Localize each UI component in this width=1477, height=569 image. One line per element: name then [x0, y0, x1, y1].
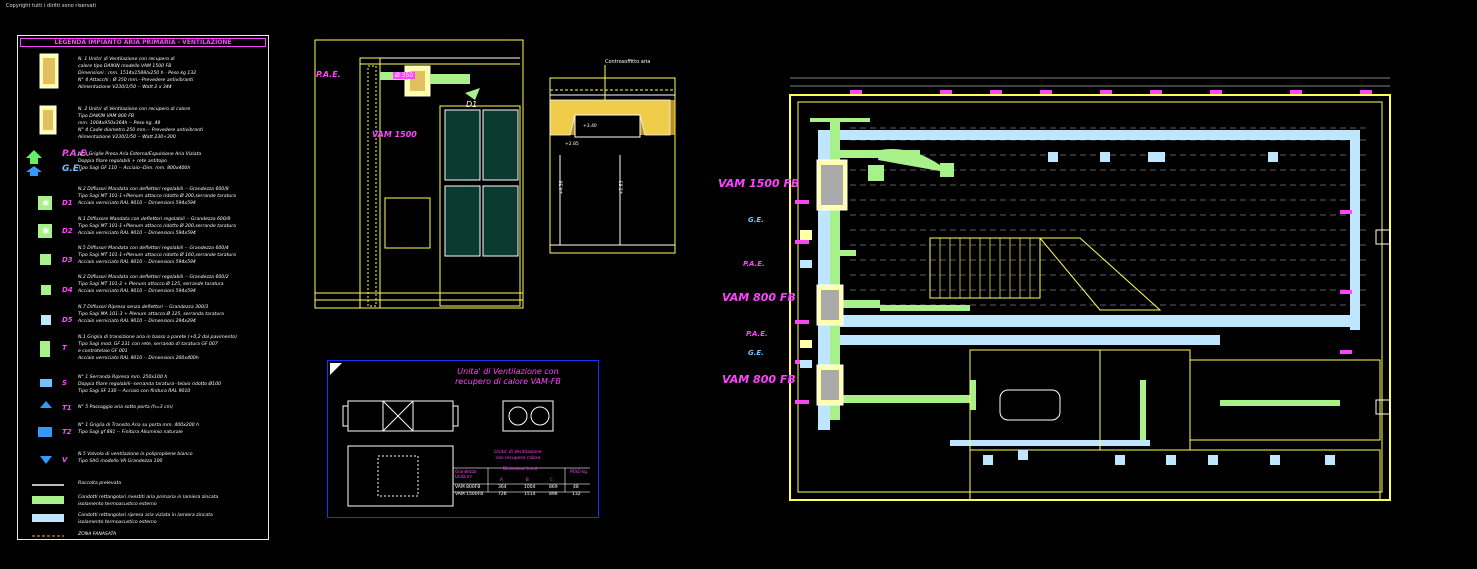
legend-item-zona: ZONA FANASATA: [78, 532, 117, 537]
legend-title: LEGENDA IMPIANTO ARIA PRIMARIA - VENTILA…: [20, 38, 266, 47]
legend-item-griglie: N. 3 Griglie Presa Aria Esterna/Espulsio…: [78, 152, 202, 171]
legend-item-raccolta: Raccolta prelevata: [78, 481, 122, 486]
unit-table-row2-c: 896: [549, 492, 558, 497]
section1-vam-label: VAM 1500: [372, 130, 417, 139]
plan-ge-label-1: G.E.: [748, 216, 764, 224]
section2-h2: +2.85: [565, 142, 579, 147]
unit-table-header-a: A: [500, 477, 503, 482]
unit-table-header-size: Grandezza Unità m³: [455, 469, 477, 479]
plan-pae-label-2: P.A.E.: [746, 330, 768, 338]
legend-item-condotti-ripresa: Condotti rettangolari ripresa aria vizia…: [78, 513, 213, 525]
unit-table-row1-b: 1004: [524, 485, 536, 490]
legend-item-vam800: N. 2 Unita' di Ventilazione con recupero…: [78, 107, 204, 140]
legend-item-d1: N.2 Diffusori Mandata con deflettori reg…: [78, 187, 236, 206]
unit-box-title-2: recupero di calore VAM-FB: [455, 377, 561, 386]
legend-item-d2: N.1 Diffusore Mandata con deflettori reg…: [78, 217, 236, 236]
legend-item-t: N.1 Griglia di transizione aria in basso…: [78, 335, 237, 361]
section1-d1-label: D1: [466, 100, 478, 109]
plan-ge-label-2: G.E.: [748, 349, 764, 357]
section2-h4: +2.85: [619, 180, 625, 195]
unit-detail-drawing: [330, 363, 590, 507]
legend-code-t2: T2: [62, 428, 72, 436]
section2-h3: +4.56: [559, 180, 565, 195]
legend-item-vam1500: N. 1 Unita' di Ventilazione con recupero…: [78, 57, 197, 90]
unit-table-row2-b: 1514: [524, 492, 536, 497]
legend-item-t1: N° 5 Passaggio aria sotto porta (h=3 cm): [78, 405, 173, 410]
section2-h1: +3.40: [583, 124, 597, 129]
svg-text:✱: ✱: [42, 227, 50, 237]
legend-code-t1: T1: [62, 404, 72, 412]
legend-item-d5: N.7 Diffusori Ripresa senza deflettori -…: [78, 305, 224, 324]
legend-code-t: T: [62, 344, 67, 352]
section-drawing-1: [314, 39, 524, 309]
legend-code-d2: D2: [62, 227, 73, 235]
legend-code-d3: D3: [62, 256, 73, 264]
plan-vam-label-1: VAM 1500 FB: [718, 177, 800, 190]
section-drawing-2: [549, 65, 676, 254]
unit-table-subheader: Dimensioni (mm): [503, 466, 538, 471]
unit-table-row2-name: VAM 1500FB: [455, 492, 484, 497]
unit-table-header-b: B: [526, 477, 529, 482]
legend-code-pae: P.A.E.: [62, 149, 90, 159]
unit-table-row2-a: 726: [498, 492, 507, 497]
legend-code-ge: G.E.: [62, 164, 83, 174]
copyright-text: Copyright tutti i diritti sono riservati: [6, 3, 96, 9]
plan-vam-label-3: VAM 800 FB: [722, 373, 796, 386]
legend-code-v: V: [62, 456, 68, 464]
unit-table-title-1: Unita' di Ventilazione: [494, 450, 542, 455]
legend-item-d4: N.2 Diffusori Mandata con deflettori reg…: [78, 275, 229, 294]
unit-detail-box: Unita' di Ventilazione con recupero di c…: [327, 360, 599, 518]
section2-top-label: Controsoffitto aria: [605, 59, 651, 65]
unit-table-row2-peso: 132: [572, 492, 581, 497]
plan-pae-label-1: P.A.E.: [743, 260, 765, 268]
legend-item-v: N.5 Valvola di ventilazione in polipropi…: [78, 452, 193, 464]
unit-table-title-2: con recupero calore: [495, 456, 541, 461]
unit-table-row1-name: VAM 800FB: [455, 485, 481, 490]
legend-symbols: ✱ ✱: [26, 53, 64, 537]
legend-item-condotti-primaria: Condotti rettangolari rivestiti aria pri…: [78, 495, 219, 507]
floor-plan: [789, 77, 1391, 501]
section1-phi-label: Ø 350: [393, 72, 416, 79]
unit-table-header-peso: PESO kg.: [570, 469, 589, 474]
unit-table-header-c: C: [550, 477, 553, 482]
legend-code-d4: D4: [62, 286, 73, 294]
svg-text:✱: ✱: [42, 199, 50, 209]
unit-table-row1-a: 364: [498, 485, 507, 490]
legend-item-t2: N° 1 Griglia di Transito Aria su porta m…: [78, 423, 200, 435]
legend-item-d3: N.5 Diffusori Mandata con deflettori reg…: [78, 246, 236, 265]
plan-vam-label-2: VAM 800 FB: [722, 291, 796, 304]
unit-table-row1-peso: 48: [573, 485, 579, 490]
legend-code-d5: D5: [62, 316, 73, 324]
legend-code-d1: D1: [62, 199, 73, 207]
legend-code-s: S: [62, 379, 68, 387]
legend-panel: LEGENDA IMPIANTO ARIA PRIMARIA - VENTILA…: [17, 35, 269, 540]
unit-box-title-1: Unita' di Ventilazione con: [457, 367, 559, 376]
section1-pae-label: P.A.E.: [316, 70, 341, 79]
unit-table-row1-c: 869: [549, 485, 558, 490]
